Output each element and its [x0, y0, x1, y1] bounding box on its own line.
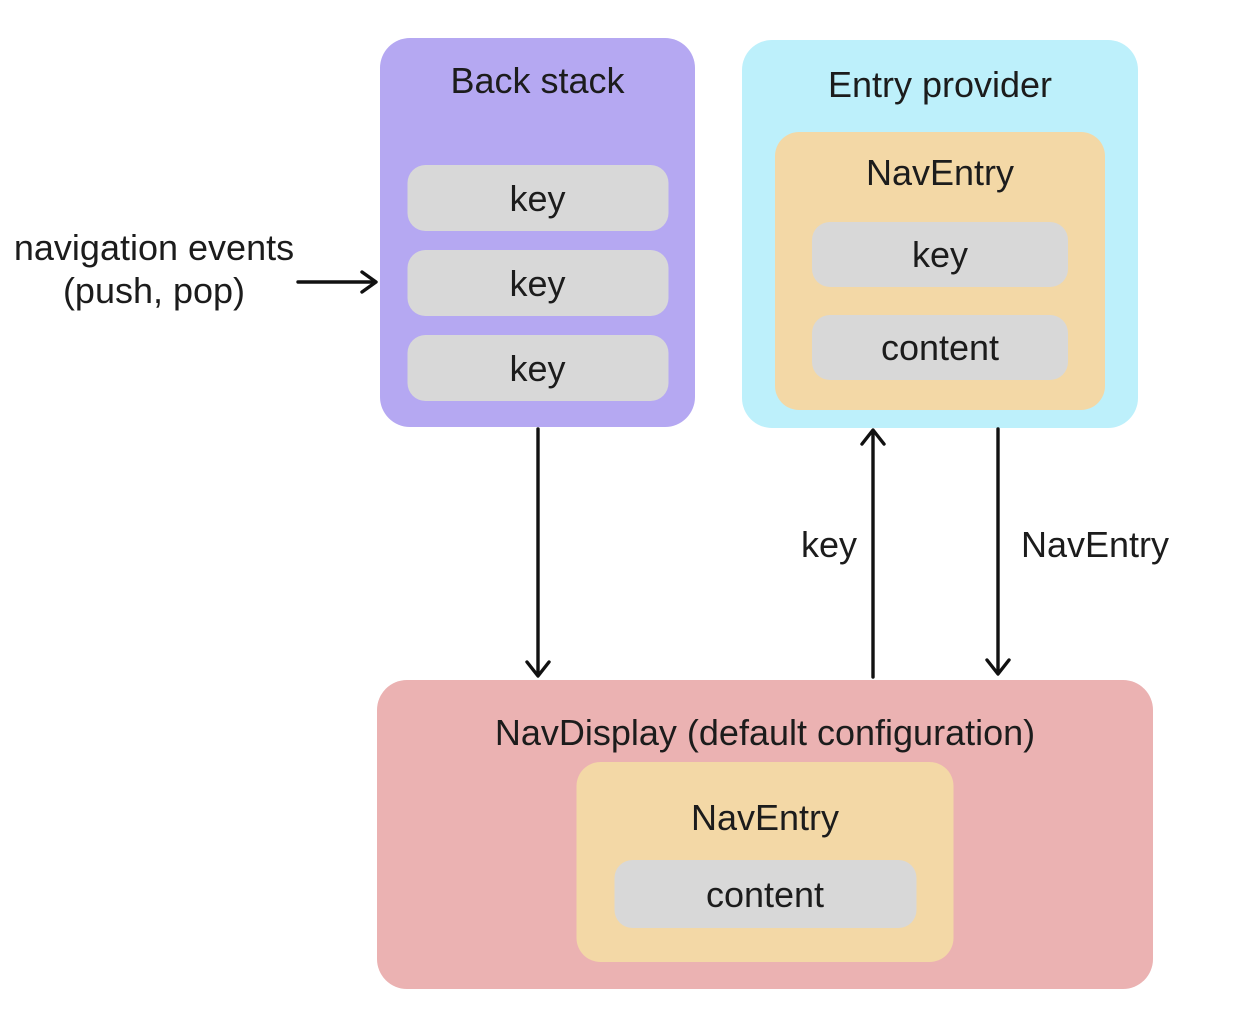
arrow-navigation-events-to-backstack [296, 270, 378, 294]
arrow-navdisplay-to-entryprovider-key [860, 428, 886, 679]
arrow-entryprovider-to-navdisplay-naventry [985, 427, 1011, 676]
entry-provider-naventry-box: NavEntry key content [775, 132, 1105, 410]
navigation-events-line1: navigation events [13, 227, 295, 268]
back-stack-box: Back stack key key key [380, 38, 695, 427]
navigation-events-line2: (push, pop) [62, 270, 246, 311]
nav-display-box: NavDisplay (default configuration) NavEn… [377, 680, 1153, 989]
arrow-backstack-to-navdisplay [525, 427, 551, 678]
key-arrow-label: key [800, 524, 857, 565]
nav-display-content-pill: content [614, 860, 916, 928]
back-stack-key-pill: key [407, 335, 668, 401]
navigation-events-label: navigation events (push, pop) [0, 226, 308, 312]
entry-provider-content-pill: content [812, 315, 1068, 380]
entry-provider-title: Entry provider [827, 64, 1053, 105]
back-stack-key-pill: key [407, 165, 668, 231]
back-stack-key-pill: key [407, 250, 668, 316]
entry-provider-naventry-title: NavEntry [865, 152, 1015, 193]
entry-provider-key-pill: key [812, 222, 1068, 287]
nav-display-title: NavDisplay (default configuration) [494, 712, 1036, 753]
entry-provider-box: Entry provider NavEntry key content [742, 40, 1138, 428]
nav-display-naventry-title: NavEntry [690, 797, 840, 838]
nav-display-naventry-box: NavEntry content [576, 762, 954, 962]
naventry-arrow-label: NavEntry [1021, 524, 1170, 565]
back-stack-title: Back stack [450, 60, 625, 101]
